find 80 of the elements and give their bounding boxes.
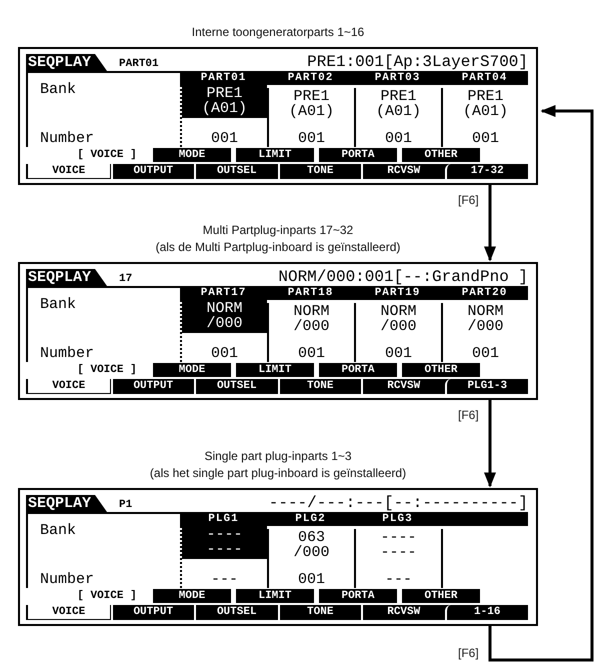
tab: VOICE <box>26 164 110 179</box>
row-label: Bank <box>40 81 78 98</box>
bank-value: PRE1 (A01) <box>288 88 335 121</box>
column-header: PART20 <box>460 286 508 300</box>
function-button: MODE <box>153 148 231 162</box>
function-button: LIMIT <box>236 148 314 162</box>
tab: VOICE <box>26 379 110 394</box>
number-value: 001 <box>298 346 325 362</box>
number-value: 001 <box>472 131 499 147</box>
number-value: --- <box>384 572 412 588</box>
active-menu-label: [ VOICE ] <box>76 148 138 162</box>
screen-caption: (als het single part plug-inboard is geïnstalleerd) <box>150 465 406 482</box>
bank-value: NORM /000 <box>466 303 504 336</box>
screen-caption: Interne toongeneratorparts 1~16 <box>192 24 364 41</box>
column-header: PART01 <box>200 71 248 85</box>
column-header: PART03 <box>374 71 422 85</box>
number-value: --- <box>210 572 238 588</box>
function-button: OTHER <box>402 148 480 162</box>
function-button: OTHER <box>402 589 480 603</box>
number-value: 001 <box>210 346 238 362</box>
arrow <box>488 105 594 662</box>
function-button: MODE <box>153 589 231 603</box>
voice-readout: PRE1:001[Ap:3LayerS700] <box>306 53 528 71</box>
column-header: PART19 <box>374 286 422 300</box>
arrow <box>484 400 496 488</box>
part-label: P1 <box>119 498 134 512</box>
function-button: PORTA <box>319 148 397 162</box>
bank-value: NORM /000 <box>379 303 418 336</box>
number-value: 001 <box>384 131 412 147</box>
edge-label: [F6] <box>456 646 481 660</box>
lcd-screen <box>18 262 538 400</box>
function-button: OTHER <box>402 363 480 377</box>
lcd-screen <box>18 47 538 185</box>
active-menu-label: [ VOICE ] <box>76 363 138 377</box>
lcd-screen <box>18 488 538 626</box>
row-label: Number <box>40 345 96 362</box>
number-value: 001 <box>298 131 325 147</box>
function-button: MODE <box>153 363 231 377</box>
number-value: 001 <box>384 346 412 362</box>
column-header: PLG2 <box>294 512 327 526</box>
mode-title-tab: SEQPLAY <box>26 54 108 71</box>
bank-value: ---- ---- <box>182 526 267 559</box>
bank-value: PRE1 (A01) <box>462 88 509 121</box>
part-label: PART01 <box>119 57 160 71</box>
row-label: Bank <box>40 522 78 539</box>
voice-readout: ----/---:---[--:----------] <box>268 494 528 512</box>
column-header: PART02 <box>286 71 334 85</box>
column-header: PART18 <box>286 286 334 300</box>
mode-title-tab: SEQPLAY <box>26 495 108 512</box>
bank-value: NORM /000 <box>292 303 330 336</box>
column-header: PART04 <box>460 71 508 85</box>
row-label: Number <box>40 130 96 147</box>
number-value: 001 <box>210 131 238 147</box>
function-button: PORTA <box>319 363 397 377</box>
bank-value: 063 /000 <box>292 529 330 562</box>
edge-label: [F6] <box>456 193 481 207</box>
active-menu-label: [ VOICE ] <box>76 589 138 603</box>
function-button: LIMIT <box>236 589 314 603</box>
screen-caption: Single part plug-inparts 1~3 <box>204 448 352 465</box>
bank-value: PRE1 (A01) <box>375 88 422 121</box>
edge-label: [F6] <box>456 408 481 422</box>
bank-value: ---- ---- <box>379 529 418 562</box>
screen-caption: (als de Multi Partplug-inboard is geïnstalleerd) <box>156 239 400 256</box>
bank-value: NORM /000 <box>182 300 267 333</box>
number-value: 001 <box>298 572 325 588</box>
column-header: PLG1 <box>207 512 240 526</box>
arrow <box>484 185 496 262</box>
row-label: Number <box>40 571 96 588</box>
function-button: LIMIT <box>236 363 314 377</box>
tab: VOICE <box>26 605 110 620</box>
mode-title-tab: SEQPLAY <box>26 269 108 286</box>
part-label: 17 <box>119 272 134 286</box>
number-value: 001 <box>472 346 499 362</box>
voice-readout: NORM/000:001[--:GrandPno ] <box>277 268 528 286</box>
row-label: Bank <box>40 296 78 313</box>
column-header: PART17 <box>200 286 248 300</box>
bank-value: PRE1 (A01) <box>182 85 267 118</box>
function-button: PORTA <box>319 589 397 603</box>
screen-caption: Multi Partplug-inparts 17~32 <box>202 222 354 239</box>
column-header: PLG3 <box>381 512 414 526</box>
